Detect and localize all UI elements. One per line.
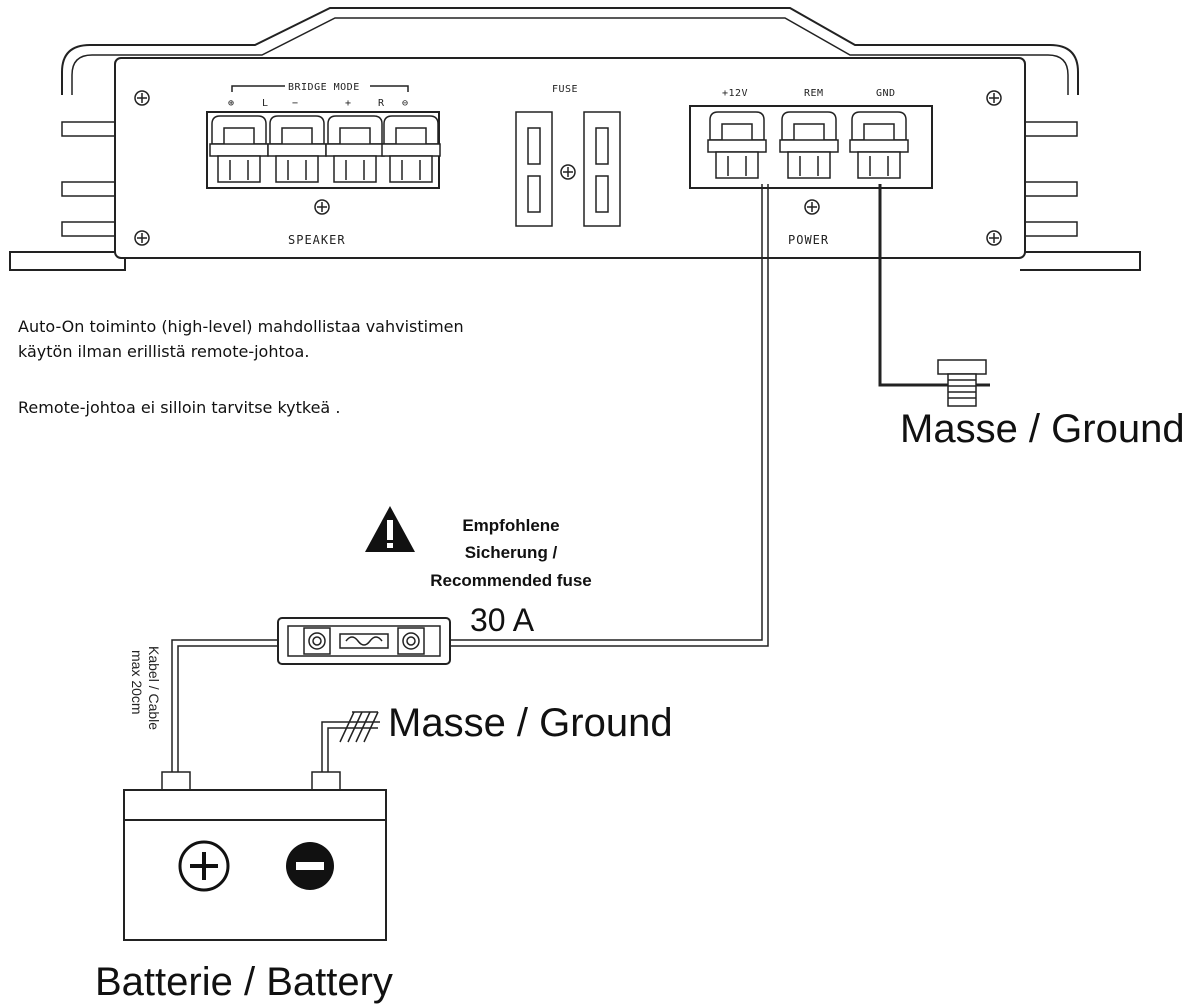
note-line-3: Remote-johtoa ei silloin tarvitse kytkeä… [18, 398, 340, 417]
amplifier-top-rail [61, 7, 1079, 95]
battery-wire [171, 639, 288, 775]
note-line-2: käytön ilman erillistä remote-johtoa. [18, 342, 309, 361]
battery-minus-icon [286, 842, 334, 890]
fuse-value: 30 A [470, 602, 535, 638]
speaker-terminal-label: ⊖ [402, 98, 409, 109]
fuse-block: FUSE [515, 84, 621, 227]
cable-note-line-2: max 20cm [129, 650, 145, 715]
ground-battery-label: Masse / Ground [388, 701, 673, 745]
fuse-note-line-1: Empfohlene [462, 516, 559, 535]
note-line-1: Auto-On toiminto (high-level) mahdollist… [18, 317, 464, 336]
power-wire [450, 184, 763, 641]
cooling-fins-left [61, 121, 118, 237]
speaker-terminal-label: − [292, 98, 299, 109]
ground-top-label: Masse / Ground [900, 407, 1185, 451]
warning-icon [365, 506, 415, 552]
battery-ground-wire [321, 721, 380, 775]
power-label: POWER [788, 233, 829, 247]
amplifier: BRIDGE MODE ⊕ L − + R ⊖ SPEAKER FUSE +12… [9, 7, 1141, 271]
cable-note-line-1: Kabel / Cable [146, 646, 162, 730]
cooling-fins-right [1021, 121, 1078, 237]
speaker-terminal [267, 115, 327, 183]
bridge-mode-label: BRIDGE MODE [288, 82, 360, 93]
fuse-label: FUSE [552, 84, 578, 95]
speaker-terminal-label: L [262, 98, 269, 109]
battery-plus-icon [178, 840, 230, 892]
fuse-note-line-3: Recommended fuse [430, 571, 592, 590]
speaker-terminal-label: + [345, 98, 352, 109]
power-terminal [849, 111, 909, 179]
power-terminal-block: +12V REM GND POWER [689, 88, 933, 247]
power-terminal-label: REM [804, 88, 824, 99]
speaker-terminal-block: BRIDGE MODE ⊕ L − + R ⊖ SPEAKER [206, 82, 441, 247]
chassis-ground-symbol [339, 711, 379, 743]
panel-screws [134, 90, 1002, 246]
speaker-terminal [325, 115, 385, 183]
wiring [171, 184, 990, 775]
power-terminal [707, 111, 767, 179]
inline-fuse-holder [277, 617, 451, 665]
ground-bolt-symbol [937, 359, 987, 407]
fuse-holder [583, 111, 621, 227]
speaker-label: SPEAKER [288, 233, 346, 247]
fuse-holder [515, 111, 553, 227]
power-terminal-label: GND [876, 88, 896, 99]
speaker-terminal-label: ⊕ [228, 98, 235, 109]
battery-label: Batterie / Battery [95, 960, 393, 1004]
speaker-terminal [381, 115, 441, 183]
power-terminal-label: +12V [722, 88, 748, 99]
fuse-note-line-2: Sicherung / [465, 543, 558, 562]
battery [123, 771, 387, 941]
power-terminal [779, 111, 839, 179]
speaker-terminal [209, 115, 269, 183]
speaker-terminal-label: R [378, 98, 385, 109]
